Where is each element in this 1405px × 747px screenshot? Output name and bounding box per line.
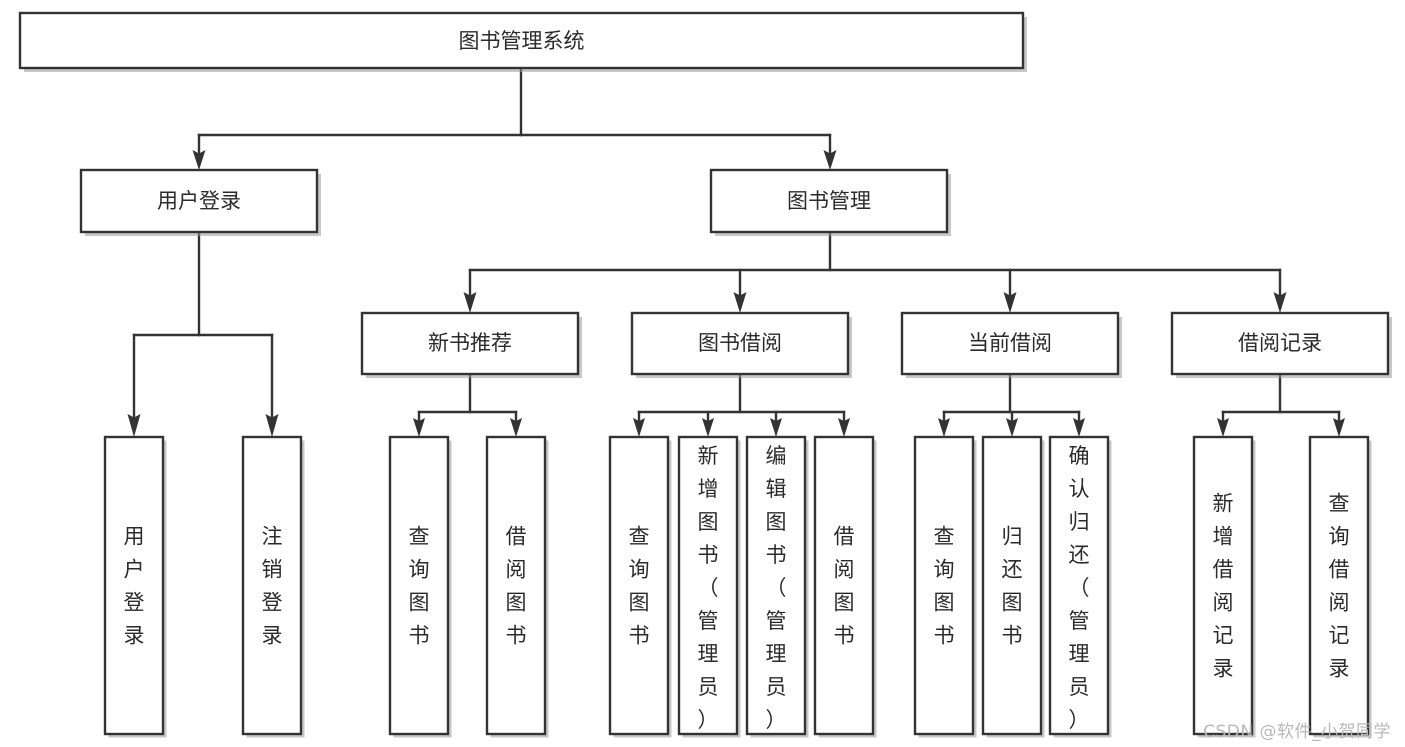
arrow-head-icon [1217, 418, 1229, 437]
leaf-node[interactable]: 查询图书 [388, 435, 452, 738]
arrow-head-icon [823, 150, 837, 170]
leaf-label: 新增借阅记录 [1213, 491, 1234, 680]
leaf-label: 借阅图书 [834, 524, 855, 647]
leaf-node[interactable]: 归还图书 [981, 435, 1045, 738]
arrow-head-icon [1273, 292, 1287, 313]
leaf-node[interactable]: 新增借阅记录 [1192, 435, 1256, 738]
arrowhead-group [127, 150, 1345, 437]
leaf-box[interactable] [103, 435, 165, 736]
leaf-label: 新增图书（管理员） [698, 444, 719, 732]
arrow-head-icon [1006, 418, 1018, 437]
leaf-node[interactable]: 查询图书 [608, 435, 672, 738]
arrow-head-icon [1333, 418, 1345, 437]
leaf-node[interactable]: 借阅图书 [813, 435, 877, 738]
node-box[interactable] [1170, 311, 1390, 376]
leaf-box[interactable] [485, 435, 547, 736]
arrow-head-icon [1003, 292, 1017, 313]
arrow-head-icon [633, 418, 645, 437]
node-user-login[interactable]: 用户登录 [79, 168, 321, 236]
leaf-box[interactable] [677, 435, 739, 736]
leaf-box[interactable] [913, 435, 975, 736]
leaf-label: 查询借阅记录 [1329, 491, 1350, 680]
node-label: 图书借阅 [698, 331, 782, 355]
arrow-head-icon [510, 418, 522, 437]
leaf-node[interactable]: 注销登录 [241, 435, 305, 738]
arrow-head-icon [838, 418, 850, 437]
root-label: 图书管理系统 [459, 29, 585, 53]
node-book-borrow[interactable]: 图书借阅 [630, 311, 852, 378]
leaf-box[interactable] [388, 435, 450, 736]
leaf-box[interactable] [813, 435, 875, 736]
leaf-box[interactable] [241, 435, 303, 736]
leaf-label: 查询图书 [629, 524, 650, 647]
arrow-head-icon [413, 418, 425, 437]
leaf-label: 归还图书 [1002, 524, 1023, 647]
arrow-head-icon [770, 418, 782, 437]
arrow-head-icon [733, 292, 747, 313]
node-borrow-record[interactable]: 借阅记录 [1170, 311, 1392, 378]
leaf-label: 确认归还（管理员） [1069, 444, 1090, 732]
node-box[interactable] [630, 311, 850, 376]
arrow-head-icon [127, 414, 141, 437]
leaf-box[interactable] [1308, 435, 1370, 736]
leaf-label: 编辑图书（管理员） [766, 444, 787, 732]
leaf-box[interactable] [1048, 435, 1110, 736]
node-box[interactable] [709, 168, 949, 234]
leaf-node[interactable]: 确认归还（管理员） [1048, 435, 1112, 738]
arrow-head-icon [265, 414, 279, 437]
arrow-head-icon [1073, 418, 1085, 437]
node-root[interactable]: 图书管理系统 [18, 11, 1027, 72]
leaf-label: 注销登录 [262, 524, 283, 647]
leaf-node-layer: 用户登录 注销登录 查询图书 借阅图书 查询图书 新增图书（管理员） 编辑图书（管理员） 借阅… [103, 435, 1372, 738]
leaf-node[interactable]: 新增图书（管理员） [677, 435, 741, 738]
node-box[interactable] [900, 311, 1120, 376]
arrow-head-icon [938, 418, 950, 437]
node-label: 图书管理 [787, 189, 871, 213]
leaf-box[interactable] [608, 435, 670, 736]
leaf-box[interactable] [745, 435, 807, 736]
node-label: 当前借阅 [968, 331, 1052, 355]
arrow-head-icon [463, 292, 477, 313]
node-book-manage[interactable]: 图书管理 [709, 168, 951, 236]
leaf-box[interactable] [981, 435, 1043, 736]
node-current-borrow[interactable]: 当前借阅 [900, 311, 1122, 378]
node-box[interactable] [79, 168, 319, 234]
node-label: 借阅记录 [1238, 331, 1322, 355]
leaf-node[interactable]: 编辑图书（管理员） [745, 435, 809, 738]
node-label: 新书推荐 [428, 331, 512, 355]
leaf-node[interactable]: 查询图书 [913, 435, 977, 738]
leaf-node[interactable]: 借阅图书 [485, 435, 549, 738]
leaf-node[interactable]: 用户登录 [103, 435, 167, 738]
leaf-label: 查询图书 [409, 524, 430, 647]
watermark-text: CSDN @软件_小贺同学 [1203, 722, 1391, 742]
leaf-label: 借阅图书 [506, 524, 527, 647]
root-box[interactable] [18, 11, 1025, 70]
leaf-box[interactable] [1192, 435, 1254, 736]
arrow-head-icon [702, 418, 714, 437]
node-new-book-recommend[interactable]: 新书推荐 [360, 311, 582, 378]
node-label: 用户登录 [157, 189, 241, 213]
leaf-label: 查询图书 [934, 524, 955, 647]
leaf-node[interactable]: 查询借阅记录 [1308, 435, 1372, 738]
arrow-head-icon [192, 150, 206, 170]
node-box[interactable] [360, 311, 580, 376]
leaf-label: 用户登录 [124, 524, 145, 647]
